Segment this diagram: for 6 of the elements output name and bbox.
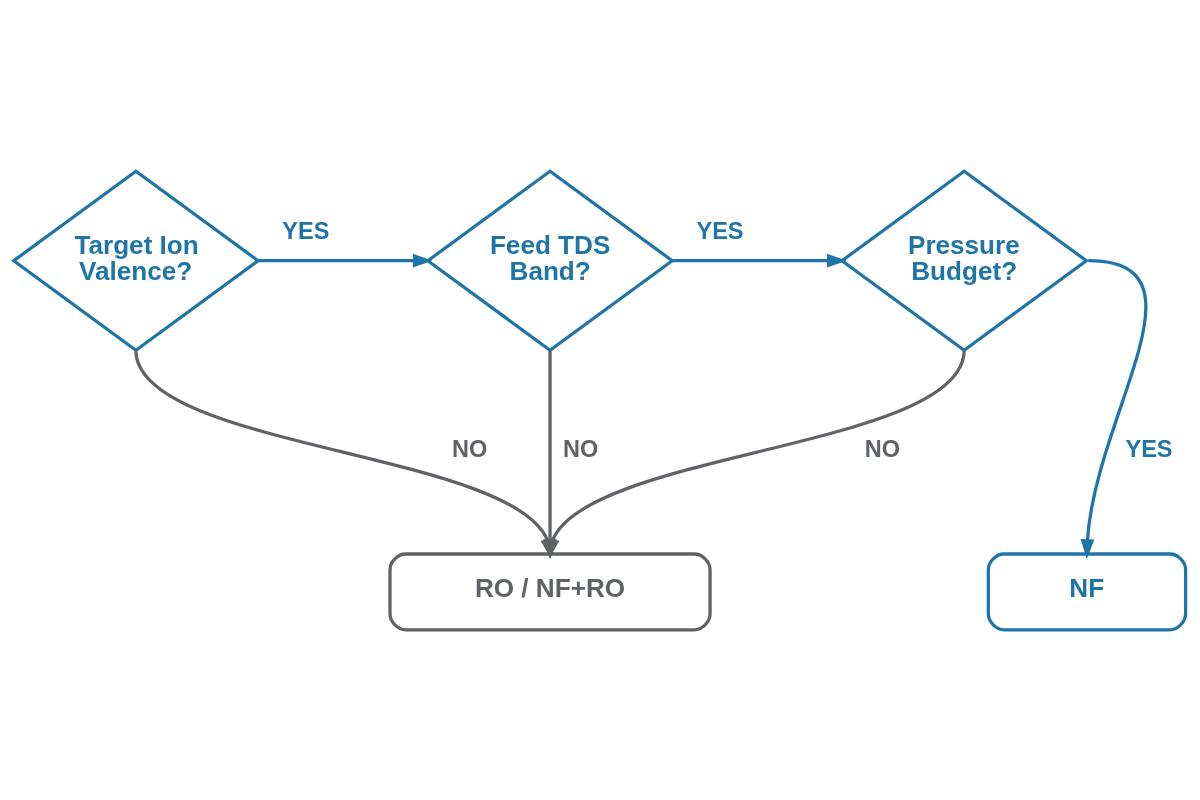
edge-label: YES [1125, 435, 1173, 462]
edge-label: NO [452, 435, 488, 462]
edge-label: NO [563, 435, 599, 462]
edge-label: NO [864, 435, 901, 462]
edge-label: YES [282, 217, 330, 244]
edge-label: YES [696, 217, 744, 244]
